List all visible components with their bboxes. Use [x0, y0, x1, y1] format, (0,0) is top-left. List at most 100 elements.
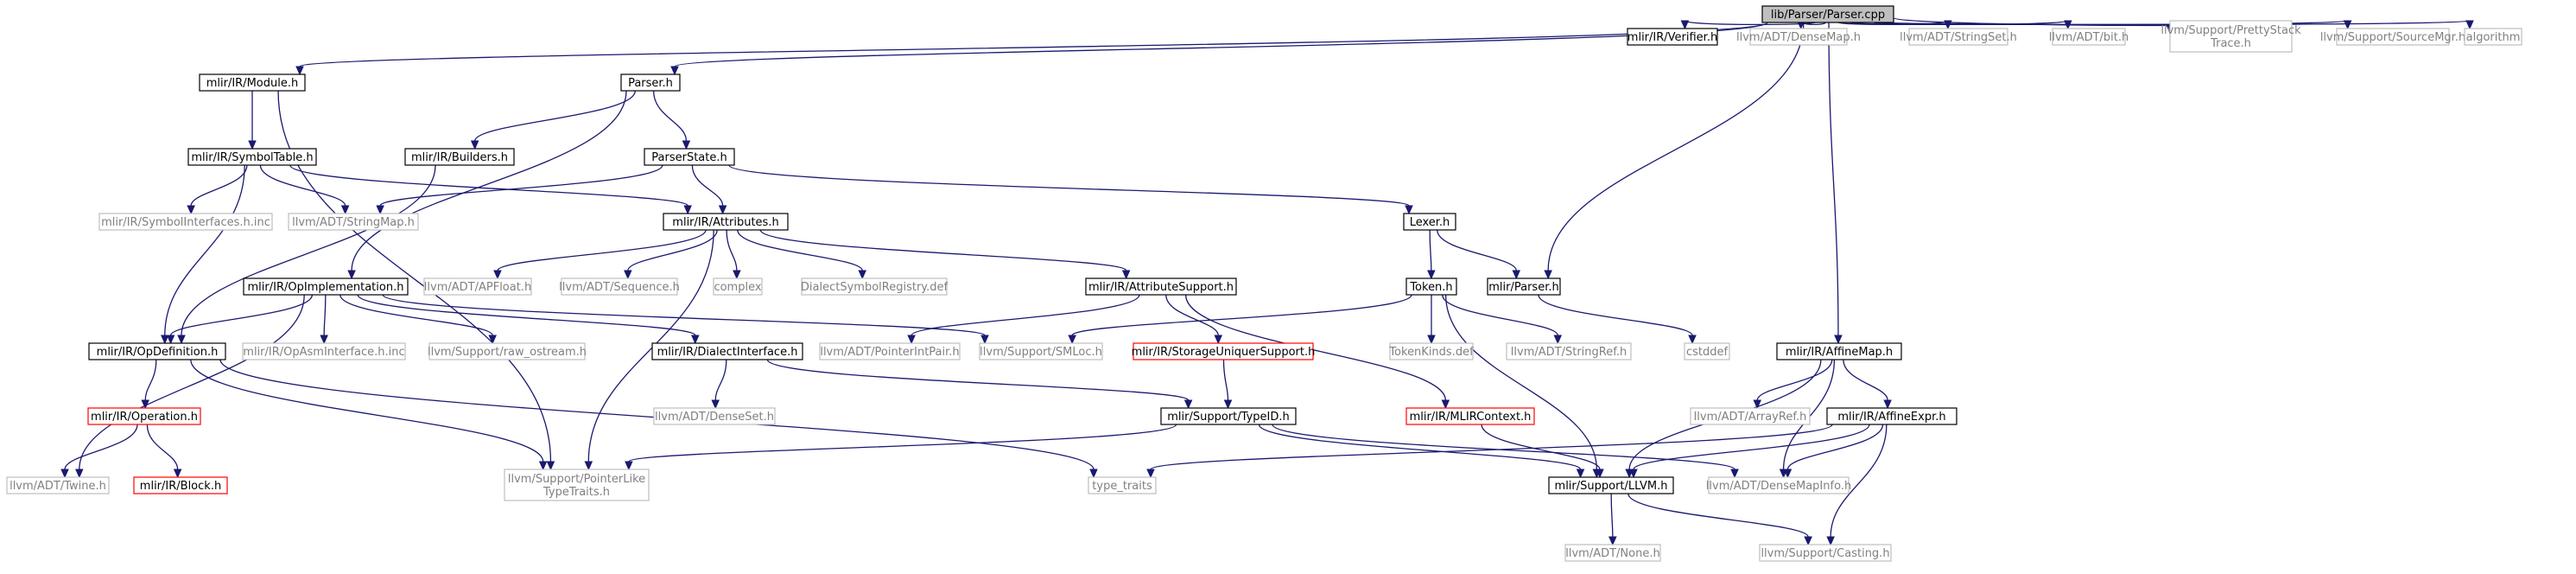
- node-box: [1405, 277, 1457, 296]
- node-block[interactable]: mlir/IR/Block.h: [133, 476, 228, 494]
- edge-line: [169, 294, 314, 336]
- node-box: [243, 277, 409, 296]
- arrowhead-icon: [624, 270, 632, 280]
- arrowhead-icon: [1121, 270, 1131, 280]
- arrowhead-icon: [1183, 399, 1193, 410]
- node-box: [288, 213, 419, 231]
- node-symboltable[interactable]: mlir/IR/SymbolTable.h: [187, 148, 317, 166]
- node-label: mlir/Parser.h: [1488, 281, 1558, 294]
- node-affinemap[interactable]: mlir/IR/AffineMap.h: [1776, 342, 1902, 360]
- node-box: [2336, 28, 2450, 46]
- arrowhead-icon: [584, 461, 593, 471]
- arrowhead-icon: [718, 205, 727, 215]
- arrowhead-icon: [1680, 20, 1690, 30]
- arrowhead-icon: [625, 461, 633, 471]
- edge-opimpl-to-opasminc: [320, 294, 328, 345]
- node-lexer[interactable]: Lexer.h: [1403, 213, 1456, 231]
- node-module[interactable]: mlir/IR/Module.h: [199, 73, 306, 92]
- node-parser-h[interactable]: Parser.h: [620, 73, 681, 92]
- node-sourcemgr: llvm/Support/SourceMgr.h: [2320, 28, 2465, 46]
- node-attributes[interactable]: mlir/IR/Attributes.h: [663, 213, 789, 231]
- edge-opimpl-to-opdef: [166, 294, 314, 345]
- node-verifier[interactable]: mlir/IR/Verifier.h: [1627, 28, 1718, 46]
- node-dialectinterface[interactable]: mlir/IR/DialectInterface.h: [651, 342, 803, 360]
- node-box: [713, 277, 763, 296]
- node-llvm[interactable]: mlir/Support/LLVM.h: [1548, 476, 1674, 494]
- node-densemapinfo: llvm/ADT/DenseMapInfo.h: [1706, 476, 1851, 494]
- node-label: Trace.h: [2210, 37, 2251, 50]
- edge-line: [627, 229, 718, 271]
- edge-symboltable-to-stringmap: [259, 164, 350, 215]
- node-box: [1548, 476, 1674, 494]
- node-label: complex: [714, 281, 761, 294]
- arrowhead-icon: [141, 399, 149, 410]
- edge-affinemap-to-arrayref: [1753, 359, 1833, 410]
- node-box: [1749, 28, 1848, 46]
- edge-line: [1442, 294, 1558, 336]
- node-tokenkinds: TokenKinds.def: [1388, 342, 1474, 360]
- node-label: mlir/IR/MLIRContext.h: [1410, 411, 1532, 424]
- node-box: [87, 407, 201, 425]
- node-label: algorithm: [2466, 31, 2521, 44]
- edge-attrsupport-to-pointerintpair: [907, 294, 1140, 345]
- edge-line: [497, 229, 707, 271]
- node-opdef[interactable]: mlir/IR/OpDefinition.h: [88, 342, 226, 360]
- edge-line: [714, 359, 727, 401]
- edge-line: [64, 424, 138, 470]
- edge-attributes-to-complex: [726, 229, 741, 280]
- node-box: [1826, 407, 1957, 425]
- arrowhead-icon: [75, 469, 84, 479]
- arrowhead-icon: [1608, 536, 1617, 546]
- node-label: mlir/Support/TypeID.h: [1167, 411, 1289, 424]
- node-builders[interactable]: mlir/IR/Builders.h: [404, 148, 515, 166]
- edge-root-to-affinemap: [1828, 22, 1843, 345]
- node-label: Parser.h: [628, 77, 673, 90]
- edge-line: [1627, 493, 1809, 538]
- node-box: [979, 342, 1103, 360]
- edge-mlircontext-to-llvm: [1481, 424, 1604, 479]
- node-bit: llvm/ADT/bit.h: [2049, 28, 2129, 46]
- edge-line: [1429, 229, 1432, 271]
- node-label: mlir/Support/LLVM.h: [1555, 480, 1668, 493]
- node-opimpl[interactable]: mlir/IR/OpImplementation.h: [243, 277, 409, 296]
- edge-line: [144, 359, 157, 401]
- node-attrsupport[interactable]: mlir/IR/AttributeSupport.h: [1085, 277, 1237, 296]
- arrowhead-icon: [546, 461, 555, 471]
- node-box: [133, 476, 228, 494]
- node-symbolinterfaces: mlir/IR/SymbolInterfaces.h.inc: [98, 213, 273, 231]
- node-box: [801, 277, 948, 296]
- arrowhead-icon: [340, 205, 350, 215]
- node-box: [242, 342, 406, 360]
- edge-mlirparser-to-cstddef: [1538, 294, 1697, 345]
- node-affineexpr[interactable]: mlir/IR/AffineExpr.h: [1826, 407, 1957, 425]
- arrowhead-icon: [161, 335, 169, 345]
- node-label: ParserState.h: [651, 151, 726, 164]
- edge-line: [910, 294, 1140, 336]
- node-parserstate[interactable]: ParserState.h: [644, 148, 735, 166]
- edge-lexer-to-mlirparser: [1437, 229, 1521, 280]
- node-storageuniquer[interactable]: mlir/IR/StorageUniquerSupport.h: [1132, 342, 1316, 360]
- edge-line: [726, 229, 738, 271]
- node-label: mlir/IR/Module.h: [206, 77, 299, 90]
- edge-line: [379, 164, 663, 207]
- node-operation[interactable]: mlir/IR/Operation.h: [87, 407, 201, 425]
- node-box: [1160, 407, 1297, 425]
- node-box: [199, 73, 306, 92]
- edge-attributes-to-attrsupport: [759, 229, 1131, 280]
- arrowhead-icon: [1427, 270, 1436, 280]
- node-typeid[interactable]: mlir/Support/TypeID.h: [1160, 407, 1297, 425]
- arrowhead-icon: [2465, 20, 2474, 30]
- node-token[interactable]: Token.h: [1405, 277, 1457, 296]
- node-mlircontext[interactable]: mlir/IR/MLIRContext.h: [1405, 407, 1535, 425]
- node-root[interactable]: lib/Parser/Parser.cpp: [1761, 5, 1894, 23]
- node-label: mlir/IR/AffineMap.h: [1786, 346, 1893, 359]
- edge-line: [766, 359, 1190, 401]
- edges-layer: [60, 17, 2474, 546]
- node-box: [1690, 407, 1811, 425]
- node-cstddef: cstddef: [1684, 342, 1730, 360]
- edge-line: [587, 229, 714, 462]
- edge-line: [1071, 294, 1412, 336]
- node-label: llvm/ADT/None.h: [1565, 547, 1659, 560]
- node-mlirparser[interactable]: mlir/Parser.h: [1487, 277, 1561, 296]
